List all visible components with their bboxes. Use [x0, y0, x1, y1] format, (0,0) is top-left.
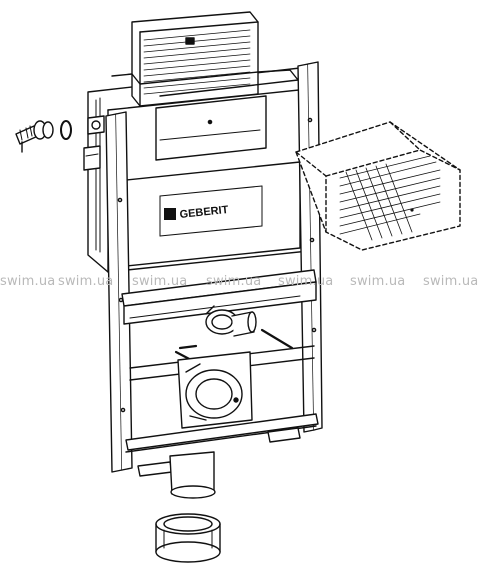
brand-logo-text: GEBERIT [179, 204, 229, 221]
geberit-logo: GEBERIT [164, 204, 229, 221]
pipe-connector [155, 513, 221, 563]
watermark-text: swim.ua [278, 274, 334, 289]
threaded-fitting-icon [15, 120, 54, 153]
watermark-text: swim.ua [350, 274, 406, 289]
cistern-side-fittings [83, 115, 105, 171]
dashed-insulation-box-icon [295, 121, 461, 251]
drain-bend [177, 351, 253, 429]
watermark-text: swim.ua [132, 274, 188, 289]
watermark-text: swim.ua [206, 274, 262, 289]
watermark-text: swim.ua [58, 274, 114, 289]
watermark-text: swim.ua [0, 274, 56, 289]
insulation-ribs [339, 155, 441, 241]
frame-right-rail [297, 61, 323, 433]
o-ring-seal-icon [60, 120, 72, 140]
water-connection [205, 305, 257, 337]
frame-left-rail [105, 111, 133, 473]
watermark-text: swim.ua [423, 274, 479, 289]
drain-pipe [169, 451, 216, 499]
